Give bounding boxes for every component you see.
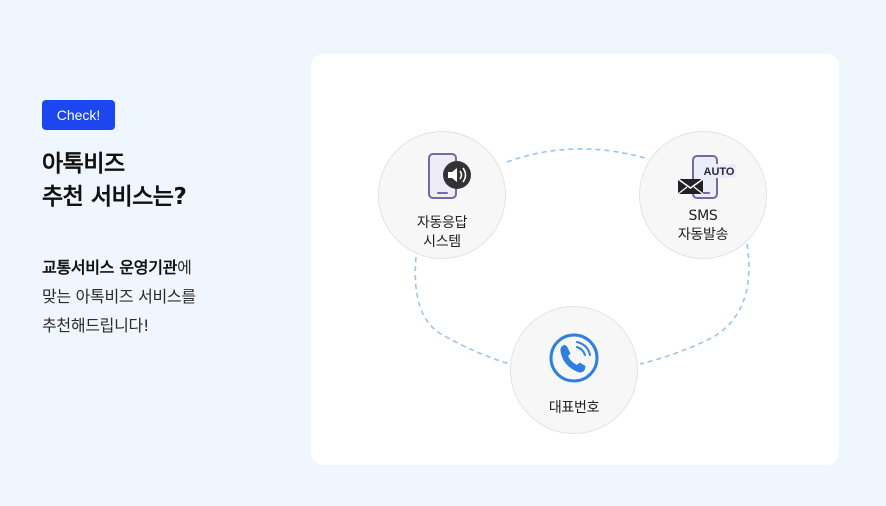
service-auto-response-line-2: 시스템: [423, 234, 461, 250]
service-card: 자동응답 시스템 AUTO SMS 자동발송 대표번호: [311, 54, 839, 465]
service-auto-response[interactable]: 자동응답 시스템: [378, 131, 506, 259]
check-badge: Check!: [42, 100, 115, 130]
service-sms[interactable]: AUTO SMS 자동발송: [639, 131, 767, 259]
service-sms-line-2: 자동발송: [677, 227, 729, 243]
description-line-2: 맞는 아톡비즈 서비스를: [42, 287, 196, 306]
service-auto-response-line-1: 자동응답: [416, 215, 468, 231]
connection-ring: [414, 148, 750, 365]
headline: 아톡비즈 추천 서비스는?: [42, 148, 187, 214]
service-sms-label: SMS 자동발송: [640, 207, 766, 245]
headline-line-2: 추천 서비스는?: [42, 184, 187, 210]
service-sms-line-1: SMS: [688, 208, 718, 224]
sms-auto-icon: AUTO: [677, 155, 736, 199]
service-representative-number-label: 대표번호: [511, 399, 637, 418]
headline-line-1: 아톡비즈: [42, 151, 125, 177]
description-line-3: 추천해드립니다!: [42, 316, 150, 335]
description-line-1-rest: 에: [177, 258, 192, 277]
description-line-1: 교통서비스 운영기관에: [42, 253, 196, 282]
service-representative-number[interactable]: 대표번호: [510, 306, 638, 434]
service-representative-number-line-1: 대표번호: [548, 400, 600, 416]
description: 교통서비스 운영기관에 맞는 아톡비즈 서비스를 추천해드립니다!: [42, 253, 196, 340]
auto-tag: AUTO: [704, 166, 735, 178]
description-highlight: 교통서비스 운영기관: [42, 258, 178, 277]
service-auto-response-label: 자동응답 시스템: [379, 214, 505, 252]
phone-speaker-icon: [428, 153, 471, 199]
phone-call-icon: [549, 333, 599, 383]
